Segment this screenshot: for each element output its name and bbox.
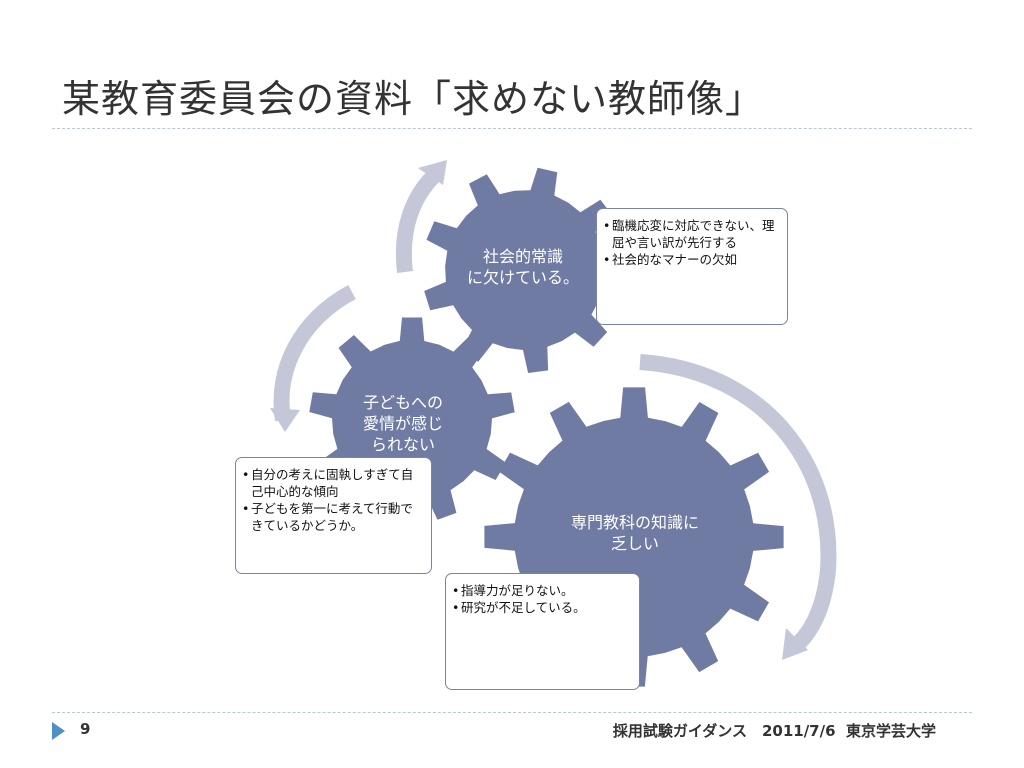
cycle-arrows xyxy=(270,160,837,660)
footer-divider xyxy=(52,712,972,713)
gear-label-line: 社会的常識 xyxy=(482,247,563,266)
callout-item: 臨機応変に対応できない、理屈や言い訳が先行する xyxy=(603,217,781,251)
arrow-to-bottom-gear-shaft xyxy=(639,354,837,655)
arrow-to-top-gear xyxy=(395,160,447,273)
callout-item: 研究が不足している。 xyxy=(452,599,633,616)
gear-social-common-sense xyxy=(424,167,628,373)
gear-label-love-for-children: 子どもへの 愛情が感じ られない xyxy=(348,392,458,455)
gear-label-subject-knowledge: 専門教科の知識に 乏しい xyxy=(550,512,720,554)
title-divider xyxy=(52,128,972,129)
gear-label-line: 愛情が感じ xyxy=(362,414,443,433)
gear-label-line: られない xyxy=(370,435,435,454)
arrow-to-top-gear-head xyxy=(418,160,447,185)
callout-subject-knowledge: 指導力が足りない。 研究が不足している。 xyxy=(445,573,640,690)
arrow-to-left-gear-head xyxy=(270,408,300,432)
gear-label-line: に欠けている。 xyxy=(466,268,579,287)
callout-item: 子どもを第一に考えて行動できているかどうか。 xyxy=(242,500,425,534)
callout-item: 自分の考えに固執しすぎて自己中心的な傾向 xyxy=(242,466,425,500)
arrow-to-bottom-gear xyxy=(639,354,837,660)
gear-label-line: 専門教科の知識に xyxy=(570,513,699,532)
gear-label-line: 子どもへの xyxy=(362,393,443,412)
gear-label-line: 乏しい xyxy=(610,534,659,553)
page-number: 9 xyxy=(80,720,91,738)
footer-text: 採用試験ガイダンス 2011/7/6 東京学芸大学 xyxy=(612,722,936,740)
arrow-to-top-gear-shaft xyxy=(395,166,444,273)
callout-love-for-children: 自分の考えに固執しすぎて自己中心的な傾向 子どもを第一に考えて行動できているかど… xyxy=(235,457,432,574)
callout-item: 社会的なマナーの欠如 xyxy=(603,251,781,268)
page-title: 某教育委員会の資料「求めない教師像」 xyxy=(62,77,765,121)
callout-social-common-sense: 臨機応変に対応できない、理屈や言い訳が先行する 社会的なマナーの欠如 xyxy=(596,208,788,325)
arrow-to-left-gear xyxy=(270,284,356,432)
gear-label-social-common-sense: 社会的常識 に欠けている。 xyxy=(458,246,588,288)
slide-marker-icon xyxy=(52,722,65,740)
arrow-to-left-gear-shaft xyxy=(273,284,356,422)
callout-item: 指導力が足りない。 xyxy=(452,582,633,599)
arrow-to-bottom-gear-head xyxy=(782,628,808,660)
